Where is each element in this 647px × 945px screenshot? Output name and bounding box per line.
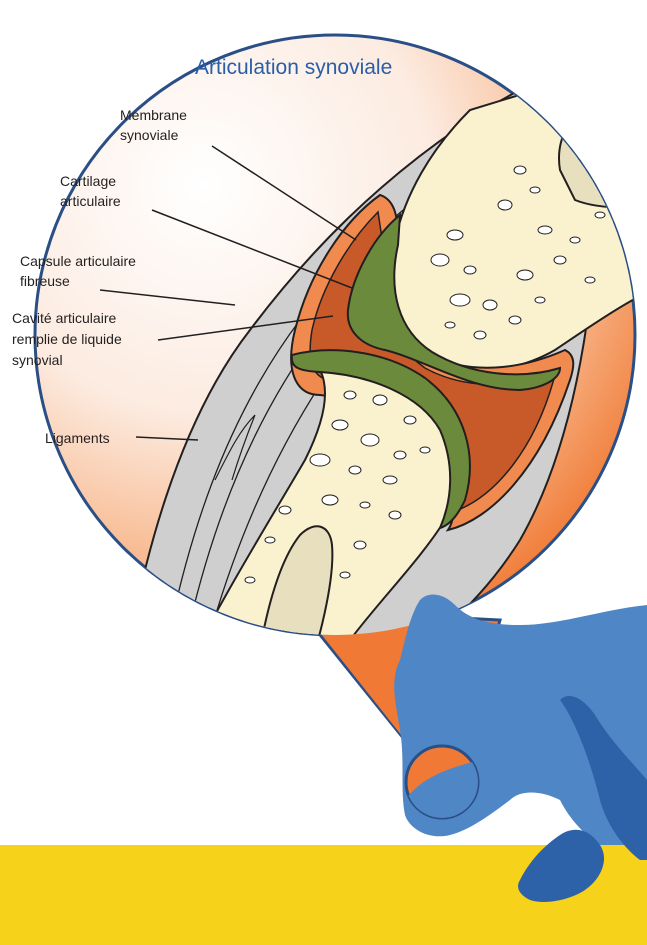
upper-marrow [559,98,647,207]
label-line: remplie de liquide [12,331,122,347]
label-line: Cartilage [60,173,116,189]
label-line: fibreuse [20,273,70,289]
label-line: articulaire [60,193,121,209]
label-ligaments: Ligaments [45,430,110,446]
label-line: Capsule articulaire [20,253,136,269]
label-line: synovial [12,352,63,368]
label-line: Cavité articulaire [12,310,116,326]
label-line: synoviale [120,127,179,143]
diagram-title: Articulation synoviale [195,56,392,79]
label-line: Membrane [120,107,187,123]
